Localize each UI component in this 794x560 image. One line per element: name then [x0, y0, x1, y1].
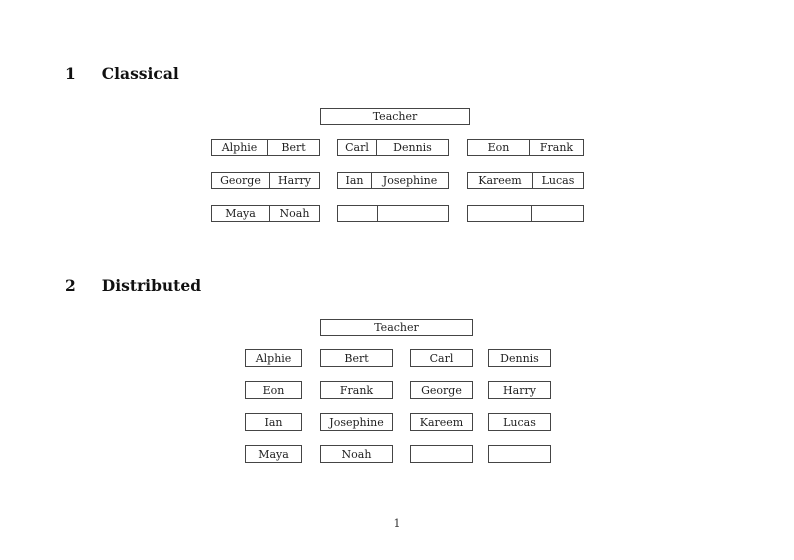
desk-ian-josephine: Ian Josephine — [337, 172, 449, 189]
cell-empty — [532, 206, 583, 221]
seat-bert: Bert — [320, 349, 393, 367]
seat-george: George — [410, 381, 473, 399]
desk-empty-right — [467, 205, 584, 222]
section-number: 1 — [65, 64, 76, 83]
seat-eon: Eon — [245, 381, 302, 399]
teacher-label: Teacher — [374, 321, 419, 334]
desk-george-harry: George Harry — [211, 172, 320, 189]
teacher-label: Teacher — [372, 110, 418, 123]
seat-harry: Harry — [488, 381, 551, 399]
seat-empty-1 — [410, 445, 473, 463]
desk-alphie-bert: Alphie Bert — [211, 139, 320, 156]
seat-alphie: Alphie — [245, 349, 302, 367]
section-heading-classical: 1 Classical — [65, 64, 179, 83]
desk-eon-frank: Eon Frank — [467, 139, 584, 156]
section-number: 2 — [65, 276, 76, 295]
cell-lucas: Lucas — [541, 174, 575, 187]
cell-dennis: Dennis — [393, 141, 432, 154]
seat-noah: Noah — [320, 445, 393, 463]
seat-josephine: Josephine — [320, 413, 393, 431]
cell-empty — [338, 206, 378, 221]
section-title: Distributed — [101, 276, 202, 295]
cell-noah: Noah — [279, 207, 310, 220]
cell-empty — [468, 206, 532, 221]
cell-frank: Frank — [539, 141, 574, 154]
cell-carl: Carl — [338, 140, 377, 155]
cell-harry: Harry — [278, 174, 311, 187]
cell-alphie: Alphie — [212, 140, 268, 155]
seat-frank: Frank — [320, 381, 393, 399]
desk-empty-middle — [337, 205, 449, 222]
page-number: 1 — [393, 517, 401, 530]
cell-eon: Eon — [468, 140, 530, 155]
section-heading-distributed: 2 Distributed — [65, 276, 201, 295]
seat-maya: Maya — [245, 445, 302, 463]
cell-maya: Maya — [212, 206, 270, 221]
cell-ian: Ian — [338, 173, 372, 188]
cell-bert: Bert — [281, 141, 306, 154]
cell-empty — [378, 206, 448, 221]
desk-carl-dennis: Carl Dennis — [337, 139, 449, 156]
cell-josephine: Josephine — [382, 174, 438, 187]
seat-carl: Carl — [410, 349, 473, 367]
cell-kareem: Kareem — [468, 173, 533, 188]
seat-empty-2 — [488, 445, 551, 463]
teacher-box-classical: Teacher — [320, 108, 470, 125]
cell-george: George — [212, 173, 270, 188]
desk-maya-noah: Maya Noah — [211, 205, 320, 222]
seat-dennis: Dennis — [488, 349, 551, 367]
seat-ian: Ian — [245, 413, 302, 431]
section-title: Classical — [101, 64, 179, 83]
teacher-box-distributed: Teacher — [320, 319, 473, 336]
desk-kareem-lucas: Kareem Lucas — [467, 172, 584, 189]
seat-lucas: Lucas — [488, 413, 551, 431]
seat-kareem: Kareem — [410, 413, 473, 431]
